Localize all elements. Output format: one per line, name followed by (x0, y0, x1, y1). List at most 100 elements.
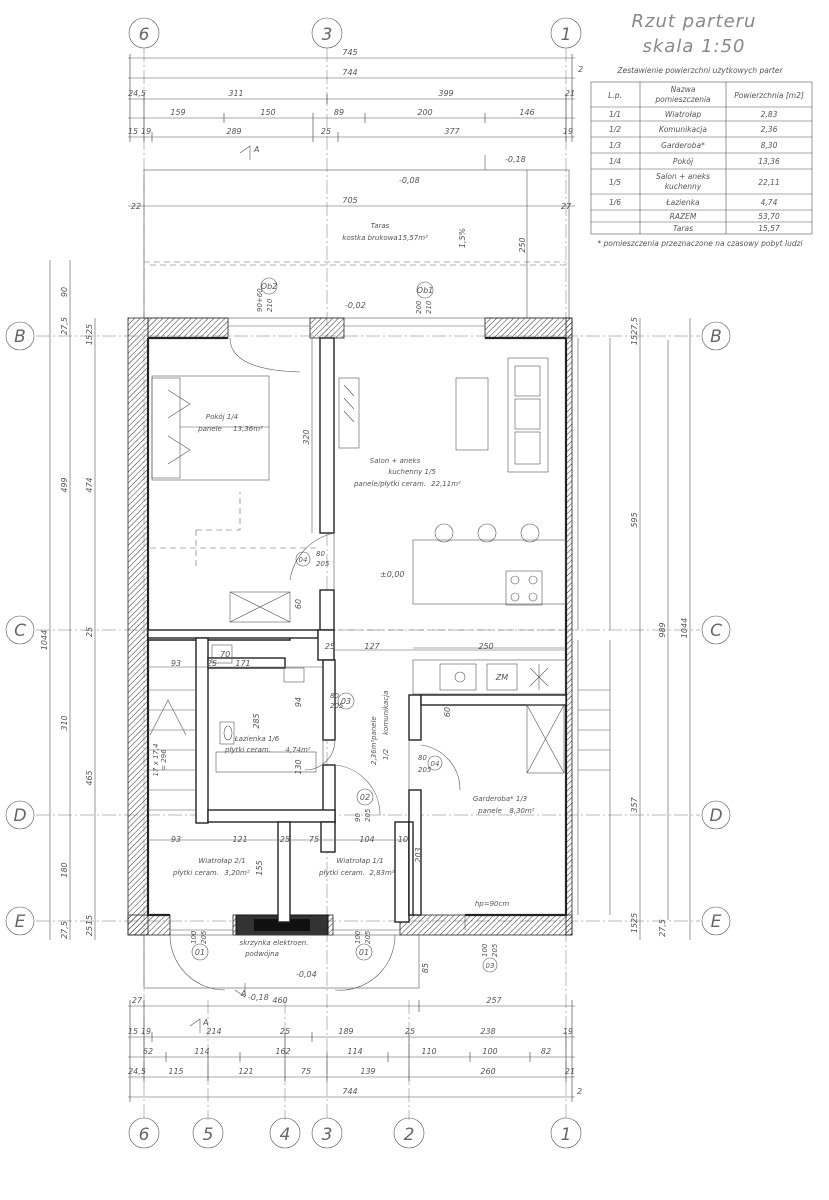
dim-text: 27,5 (60, 921, 69, 939)
room-area: 13,36m² (233, 425, 263, 433)
dim-text: 285 (252, 713, 261, 728)
dim-text: 27,5 (658, 919, 667, 937)
level-mark: -0,18 (248, 993, 269, 1002)
dim-text: 21 (565, 89, 575, 98)
terrace: -0,18 -0,08 705 22 27 250 1,5% Taras kos… (128, 155, 575, 319)
exterior-walls: skrzynka elektroen. podwójna (127, 317, 573, 958)
dim-text: 121 (238, 1067, 253, 1076)
row-name: Łazienka (665, 198, 700, 207)
door-size: 205 (316, 560, 330, 568)
dim-text: 15 (128, 127, 138, 136)
axis-label-top: 3 (322, 25, 333, 45)
dim-text: 90 (60, 287, 69, 297)
dim-text: 357 (630, 796, 639, 812)
interior-walls (147, 337, 567, 923)
row-lp: 1/4 (609, 157, 621, 166)
dim-text: 250 (518, 237, 527, 252)
row-name: Pokój (673, 157, 694, 166)
dim-text: 15 (85, 335, 94, 345)
dim-text: 15 (85, 915, 94, 925)
col-name-1: Nazwa (671, 85, 696, 94)
dim-text: 27,5 (630, 317, 639, 335)
dimensions-top: 745 744 2 24,5 311 399 21 159 150 89 200… (128, 48, 583, 142)
axis-label-left: B (14, 327, 26, 347)
dim-text: 25 (85, 324, 94, 334)
dim-text: 19 (563, 127, 573, 136)
door-size: 80 (330, 692, 339, 700)
dim-text: 499 (60, 477, 69, 492)
dim-text: 22 (131, 202, 141, 211)
door-tag: 04 (431, 760, 440, 768)
dim-text: 60 (294, 599, 303, 609)
door-tag: 03 (341, 697, 351, 706)
dim-text: 139 (360, 1067, 375, 1076)
row-lp: 1/6 (609, 198, 621, 207)
room-area: 4,74m² (285, 746, 310, 754)
dim-text: 104 (359, 835, 374, 844)
dim-text: 130 (294, 759, 303, 774)
dim-text: 203 (414, 847, 423, 862)
dim-text: 250 (478, 642, 493, 651)
dim-text: 25 (85, 627, 94, 637)
dim-text: 311 (228, 89, 243, 98)
dimensions-right: 1044 989 27,5 15 595 357 25 15 27,5 (577, 317, 691, 940)
room-finish: płytki ceram. (318, 869, 365, 877)
level-mark: -0,02 (345, 301, 366, 310)
stair-note: = 296 (160, 749, 168, 771)
meter-box-label: skrzynka elektroen. (240, 939, 309, 947)
section-label: A (202, 1018, 208, 1027)
room-name: Łazienka 1/6 (234, 735, 280, 743)
plan-scale: skala 1:50 (642, 36, 745, 57)
room-name: komunikacja (382, 691, 390, 735)
dim-text: 93 (171, 659, 181, 668)
dim-text: 159 (170, 108, 185, 117)
row-lp: 1/2 (609, 125, 621, 134)
level-mark: -0,04 (296, 970, 317, 979)
room-finish-terrace: kostka brukowa (342, 234, 397, 242)
axis-label-bottom: 2 (404, 1125, 415, 1145)
level-mark: -0,08 (399, 176, 420, 185)
dim-text: 21 (565, 1067, 575, 1076)
dim-text: 25 (280, 835, 290, 844)
room-name: kuchenny 1/5 (388, 468, 436, 476)
dim-text: 150 (260, 108, 275, 117)
terrace-label: Taras (673, 224, 693, 233)
axis-label-bottom: 3 (322, 1125, 333, 1145)
door-size: 80 (316, 550, 325, 558)
room-finish: panele (370, 716, 378, 741)
row-lp: 1/5 (609, 178, 621, 187)
room-finish: płytki ceram. (224, 746, 271, 754)
dim-text: 162 (275, 1047, 290, 1056)
room-name: Pokój 1/4 (206, 413, 238, 421)
room-area-terrace: 15,57m² (398, 234, 428, 242)
doors: Ob2 90+60 210 Ob1 200 210 04 80 205 03 8… (169, 277, 499, 991)
section-mark-a-top: A (239, 145, 259, 160)
dim-text: 25 (405, 1027, 415, 1036)
door-size: 200 (415, 300, 423, 314)
dim-text: 115 (168, 1067, 183, 1076)
axis-label-top: 6 (139, 25, 150, 45)
axis-label-right: D (709, 806, 722, 826)
axis-label-bottom: 4 (280, 1125, 291, 1145)
room-area: 2,83m² (369, 869, 394, 877)
door-size: 205 (330, 702, 344, 710)
slope-mark: 1,5% (458, 228, 467, 248)
room-area: 8,30m² (509, 807, 534, 815)
dim-text: 25 (207, 659, 217, 668)
row-name: Komunikacja (659, 125, 707, 134)
axis-label-bottom: 5 (203, 1125, 214, 1145)
dimensions-left: 1044 90 27,5 499 310 180 27,5 25 15 474 … (40, 260, 96, 940)
room-area: 22,11m² (431, 480, 461, 488)
furniture: ZM (148, 264, 610, 811)
dim-text: 1044 (680, 618, 689, 638)
dim-text: 89 (334, 108, 344, 117)
dim-text: 189 (338, 1027, 353, 1036)
dim-text: 94 (294, 697, 303, 707)
total-value: 53,70 (758, 212, 780, 221)
dim-text: 62 (143, 1047, 153, 1056)
dim-text: 744 (342, 68, 357, 77)
room-area: 2,36m² (370, 740, 378, 765)
dim-text: 399 (438, 89, 453, 98)
dim-text: 27 (561, 202, 572, 211)
dim-text: 75 (301, 1067, 311, 1076)
